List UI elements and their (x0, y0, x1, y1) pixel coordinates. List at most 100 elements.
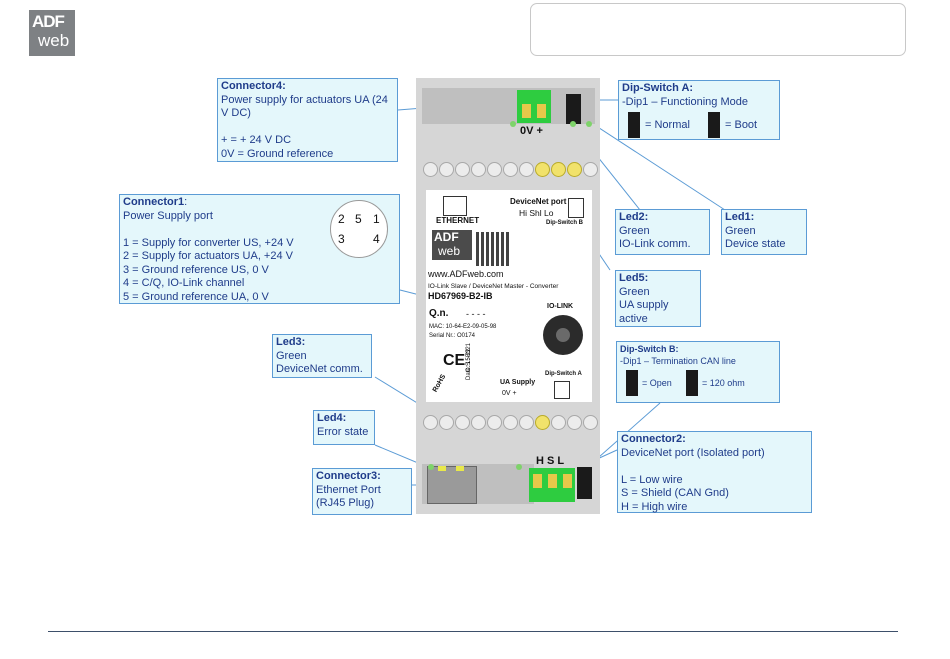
qn-label: Q.n. (429, 308, 449, 319)
vent-circle (503, 162, 518, 177)
callout-line: Green (619, 285, 650, 298)
callout-line: Green (276, 349, 307, 362)
vent-circle (519, 162, 534, 177)
callout-led2: Led2: Green IO-Link comm. (615, 209, 710, 255)
callout-line: IO-Link comm. (619, 238, 691, 250)
pin-2-label: 2 (338, 212, 345, 226)
hi-shl-lo-label: Hi Shl Lo (519, 208, 554, 218)
callout-line: V DC) (221, 107, 251, 119)
vent-circle (455, 162, 470, 177)
callout-line: H = High wire (621, 500, 688, 513)
callout-line: 5 = Ground reference UA, 0 V (123, 290, 269, 303)
callout-line: 1 = Supply for converter US, +24 V (123, 236, 294, 249)
terminal-screw (522, 104, 531, 118)
callout-connector3: Connector3: Ethernet Port (RJ45 Plug) (312, 468, 412, 515)
io-link-label: IO-LINK (547, 303, 574, 310)
mac-label: MAC: 10-64-E2-09-05-98 (429, 324, 497, 330)
website-label: www.ADFweb.com (428, 269, 504, 279)
footer-divider (48, 631, 898, 632)
callout-title: Led4: (317, 412, 347, 424)
callout-line: Green (725, 224, 756, 237)
vent-circle (535, 415, 550, 430)
callout-connector1: Connector1: Power Supply port 1 = Supply… (119, 194, 400, 304)
callout-line: Ethernet Port (316, 483, 381, 496)
dip-normal-label: = Normal (645, 119, 690, 131)
vent-circle (503, 415, 518, 430)
pin-1-label: 1 (373, 212, 380, 226)
qn-value: - - - - (466, 309, 486, 319)
callout-title: Led2: (619, 211, 649, 223)
header-box (530, 3, 906, 56)
dip-switch-a-block[interactable] (566, 94, 581, 124)
led-dot (516, 464, 522, 470)
qr-code-icon (476, 232, 510, 266)
terminal-screw (537, 104, 546, 118)
ethernet-icon (443, 196, 467, 216)
pin-4-label: 4 (373, 232, 380, 246)
vent-circle (439, 162, 454, 177)
vent-circle (551, 415, 566, 430)
callout-connector4: Connector4: Power supply for actuators U… (217, 78, 398, 162)
m12-pinout-diagram: 2 5 1 3 4 (330, 200, 388, 258)
vent-circle (535, 162, 550, 177)
callout-line: active (619, 312, 648, 325)
vent-circle (471, 415, 486, 430)
pin-5-label: 5 (355, 212, 362, 226)
devicenet-port-label: DeviceNet port (510, 197, 567, 206)
vent-circle (583, 162, 598, 177)
callout-dip-switch-a: Dip-Switch A: -Dip1 – Functioning Mode =… (618, 80, 780, 140)
led-dot (570, 121, 576, 127)
logo-text-adf: ADF (32, 12, 65, 31)
callout-line: Power supply for actuators UA (24 (221, 93, 388, 106)
dip-switch-b-block[interactable] (577, 467, 592, 499)
vent-circle (519, 415, 534, 430)
adfweb-logo: ADF web (29, 10, 75, 56)
callout-line: 2 = Supply for actuators UA, +24 V (123, 250, 293, 262)
callout-line: DeviceNet port (Isolated port) (621, 446, 765, 459)
ua-supply-label: UA Supply (500, 379, 536, 386)
terminal-screw (563, 474, 572, 488)
dip-switch-a-icon (554, 381, 570, 399)
callout-title: Dip-Switch A: (622, 82, 694, 94)
dip-normal-icon (628, 112, 640, 138)
dip-switch-b-label: Dip-Switch B (546, 220, 583, 226)
device-label-panel (426, 190, 592, 402)
callout-title: Connector3: (316, 470, 381, 482)
callout-line: S = Shield (CAN Gnd) (621, 487, 729, 499)
callout-title: Led1: (725, 211, 755, 223)
callout-title: Connector4: (221, 80, 286, 92)
callout-line: + = + 24 V DC (221, 134, 292, 146)
ce-mark: CE (443, 352, 466, 369)
dip-switch-a-label: Dip-Switch A (545, 371, 582, 377)
callout-connector2: Connector2: DeviceNet port (Isolated por… (617, 431, 812, 513)
date-label: Date: 15-22 (466, 348, 472, 380)
callout-line: -Dip1 – Termination CAN line (620, 356, 736, 366)
callout-led5: Led5: Green UA supply active (615, 270, 701, 327)
vent-circle (423, 162, 438, 177)
dip-120-ohm-label: = 120 ohm (702, 378, 745, 388)
callout-line: 4 = C/Q, IO-Link channel (123, 277, 245, 289)
rj45-port (427, 466, 477, 504)
led-dot (510, 121, 516, 127)
device-logo-adf: ADF (434, 230, 459, 244)
serial-label: Serial Nr.: O0174 (429, 333, 476, 339)
hsl-label: H S L (536, 455, 565, 467)
callout-title: Led3: (276, 336, 306, 348)
callout-line: Green (619, 224, 650, 237)
vent-circle (551, 162, 566, 177)
callout-line: Device state (725, 238, 786, 250)
callout-line: -Dip1 – Functioning Mode (622, 95, 748, 108)
dip-boot-icon (708, 112, 720, 138)
dip-open-icon (626, 370, 638, 396)
callout-line: 0V = Ground reference (221, 147, 334, 160)
dip-120-ohm-icon (686, 370, 698, 396)
vent-circle (487, 162, 502, 177)
vent-circle (455, 415, 470, 430)
terminal-screw (533, 474, 542, 488)
vent-circle (567, 415, 582, 430)
description-label: IO-Link Slave / DeviceNet Master - Conve… (428, 283, 559, 290)
rj45-led (438, 466, 446, 471)
led-dot (586, 121, 592, 127)
led-dot (428, 464, 434, 470)
adfweb-device-logo: ADF web (432, 230, 472, 260)
